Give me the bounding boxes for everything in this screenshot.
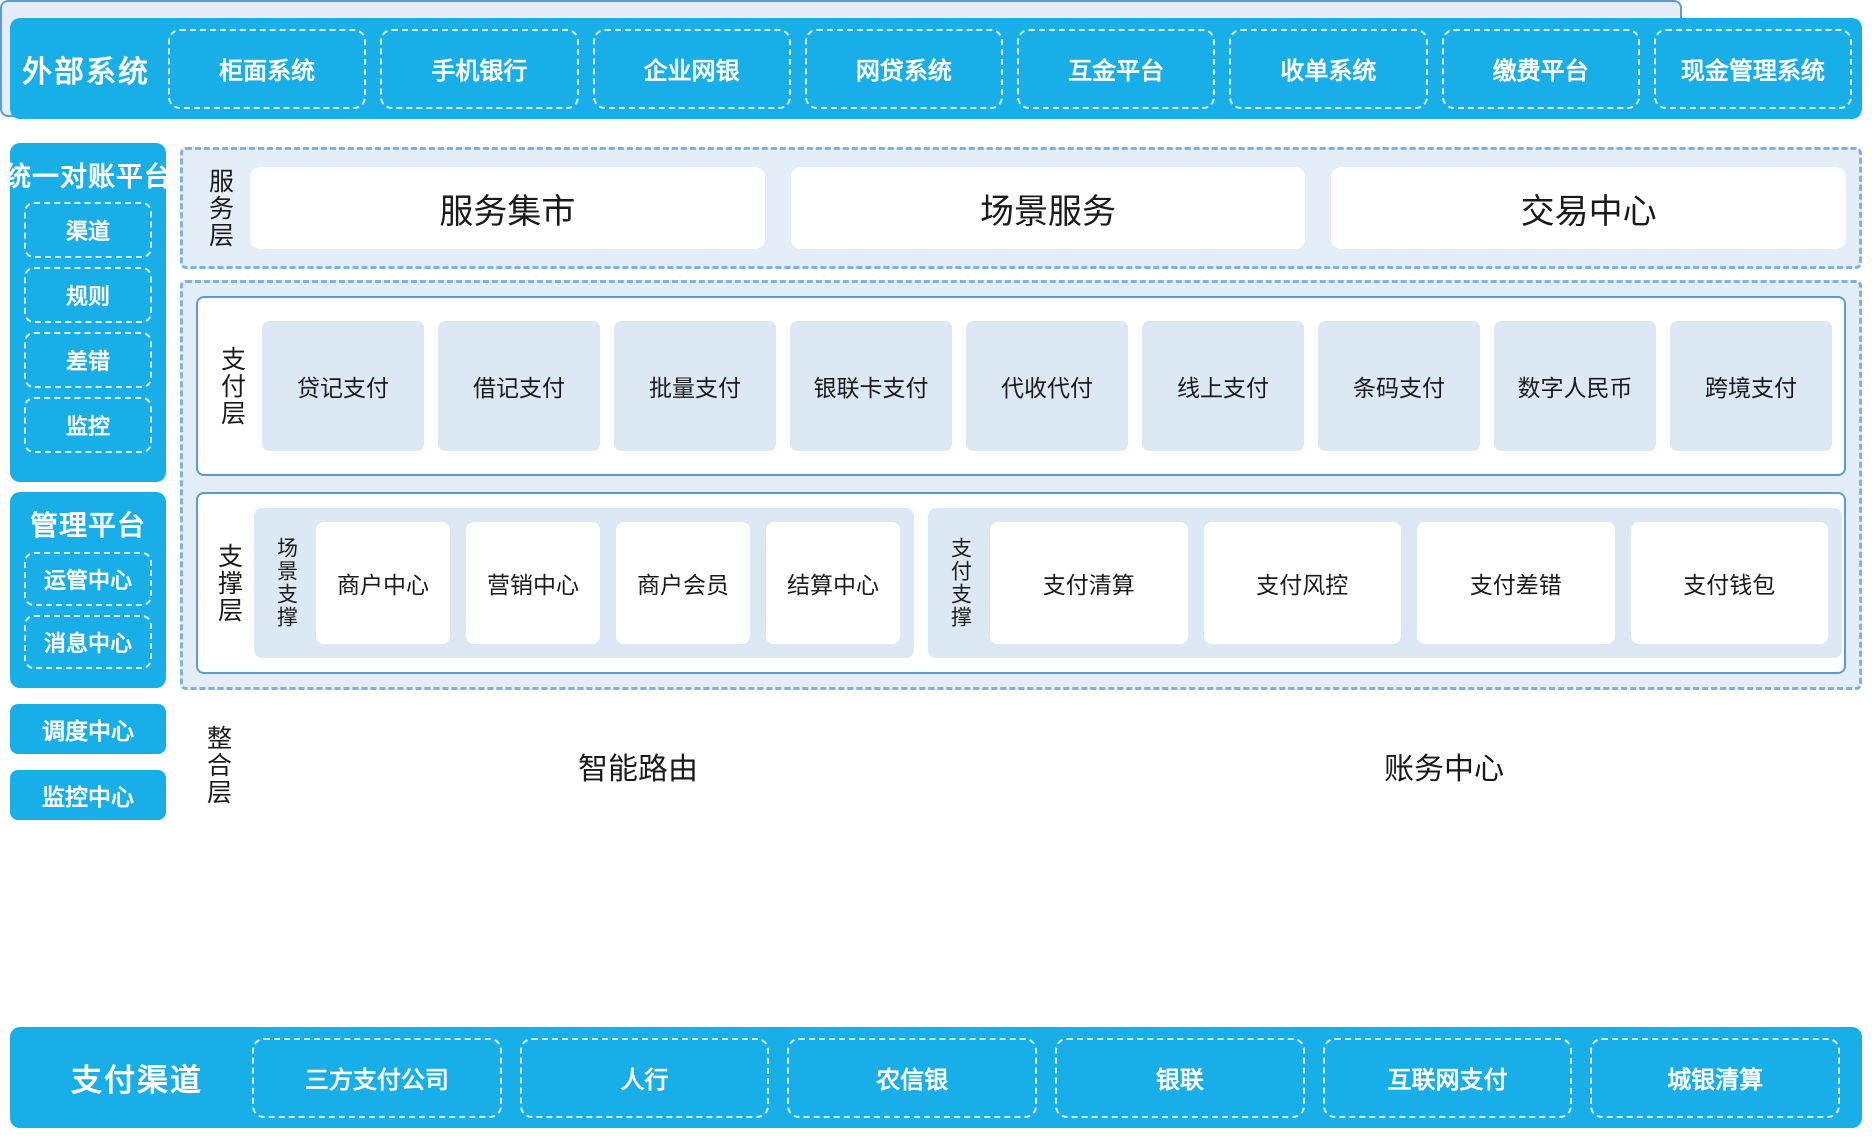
payment-layer-card[interactable]: 借记支付 xyxy=(438,321,600,451)
reconciliation-platform-title: 统一对账平台 xyxy=(4,162,172,192)
service-layer-card[interactable]: 服务集市 xyxy=(250,167,765,249)
payment-layer-card[interactable]: 条码支付 xyxy=(1318,321,1480,451)
management-item[interactable]: 消息中心 xyxy=(24,615,152,669)
external-system-chip[interactable]: 缴费平台 xyxy=(1441,28,1640,109)
integration-layer-card[interactable]: 智能路由 xyxy=(248,721,1028,810)
external-systems-chip-list: 柜面系统 手机银行 企业网银 网贷系统 互金平台 收单系统 缴费平台 现金管理系… xyxy=(168,28,1852,109)
monitor-center-block[interactable]: 监控中心 xyxy=(10,770,166,820)
service-layer-card-list: 服务集市 场景服务 交易中心 xyxy=(250,167,1847,249)
external-system-chip[interactable]: 收单系统 xyxy=(1229,28,1428,109)
payment-layer-card[interactable]: 贷记支付 xyxy=(262,321,424,451)
external-system-chip[interactable]: 现金管理系统 xyxy=(1653,28,1852,109)
payment-support-card[interactable]: 支付差错 xyxy=(1417,522,1615,644)
payment-layer-card[interactable]: 数字人民币 xyxy=(1494,321,1656,451)
payment-support-card[interactable]: 支付钱包 xyxy=(1630,522,1828,644)
payment-channel-chip[interactable]: 银联 xyxy=(1055,1037,1305,1118)
payment-channels-title: 支付渠道 xyxy=(71,1063,203,1098)
payment-channel-chip[interactable]: 互联网支付 xyxy=(1322,1037,1573,1118)
payment-layer-card[interactable]: 批量支付 xyxy=(614,321,776,451)
payment-layer-card[interactable]: 跨境支付 xyxy=(1670,321,1832,451)
service-layer-card[interactable]: 交易中心 xyxy=(1331,167,1847,249)
external-systems-band: 外部系统 柜面系统 手机银行 企业网银 网贷系统 互金平台 收单系统 缴费平台 … xyxy=(10,18,1862,119)
support-layer-label: 支撑层 xyxy=(214,542,243,624)
support-layer-row: 支撑层 场景支撑 商户中心 营销中心 商户会员 结算中心 支付支撑 支付清算 支… xyxy=(208,500,1842,666)
external-system-chip[interactable]: 企业网银 xyxy=(592,28,791,109)
scene-support-card[interactable]: 结算中心 xyxy=(766,522,900,644)
management-item[interactable]: 运管中心 xyxy=(24,552,152,606)
reconciliation-platform-panel: 统一对账平台 渠道 规则 差错 监控 xyxy=(4,143,171,482)
payment-channel-chip[interactable]: 农信银 xyxy=(787,1037,1038,1118)
reconciliation-item[interactable]: 差错 xyxy=(24,332,152,388)
external-systems-title: 外部系统 xyxy=(22,55,150,89)
scene-support-card[interactable]: 营销中心 xyxy=(466,522,600,644)
payment-channels-chip-list: 三方支付公司 人行 农信银 银联 互联网支付 城银清算 xyxy=(252,1037,1841,1118)
payment-layer-card[interactable]: 线上支付 xyxy=(1142,321,1304,451)
external-system-chip[interactable]: 互金平台 xyxy=(1017,28,1216,109)
integration-layer-card-list: 智能路由 账务中心 xyxy=(248,721,1848,810)
integration-layer-label: 整合层 xyxy=(203,725,232,806)
service-layer-row: 服务层 服务集市 场景服务 交易中心 xyxy=(196,160,1847,256)
payment-support-card-list: 支付清算 支付风控 支付差错 支付钱包 xyxy=(990,522,1828,644)
management-platform-title: 管理平台 xyxy=(29,510,146,541)
external-system-chip[interactable]: 柜面系统 xyxy=(168,28,367,109)
payment-layer-row: 支付层 贷记支付 借记支付 批量支付 银联卡支付 代收代付 线上支付 条码支付 … xyxy=(210,305,1840,467)
payment-channel-chip[interactable]: 人行 xyxy=(519,1037,770,1118)
payment-layer-card-list: 贷记支付 借记支付 批量支付 银联卡支付 代收代付 线上支付 条码支付 数字人民… xyxy=(262,321,1840,451)
integration-layer-card[interactable]: 账务中心 xyxy=(1054,721,1834,810)
payment-layer-card[interactable]: 代收代付 xyxy=(966,321,1128,451)
scene-support-label: 场景支撑 xyxy=(274,537,298,629)
payment-channels-band: 支付渠道 三方支付公司 人行 农信银 银联 互联网支付 城银清算 xyxy=(10,1027,1862,1128)
payment-channel-chip[interactable]: 城银清算 xyxy=(1590,1037,1841,1118)
external-system-chip[interactable]: 手机银行 xyxy=(380,28,579,109)
scheduler-center-block[interactable]: 调度中心 xyxy=(10,704,166,754)
payment-support-group: 支付支撑 支付清算 支付风控 支付差错 支付钱包 xyxy=(928,508,1842,658)
scene-support-card-list: 商户中心 营销中心 商户会员 结算中心 xyxy=(316,522,900,644)
scene-support-card[interactable]: 商户中心 xyxy=(316,522,450,644)
reconciliation-item[interactable]: 监控 xyxy=(24,397,152,453)
payment-layer-label: 支付层 xyxy=(217,345,246,427)
management-platform-panel: 管理平台 运管中心 消息中心 xyxy=(10,492,166,688)
payment-channel-chip[interactable]: 三方支付公司 xyxy=(252,1037,502,1118)
payment-layer-card[interactable]: 银联卡支付 xyxy=(790,321,952,451)
service-layer-label: 服务层 xyxy=(205,167,234,249)
scene-support-group: 场景支撑 商户中心 营销中心 商户会员 结算中心 xyxy=(254,508,914,658)
external-system-chip[interactable]: 网贷系统 xyxy=(804,28,1003,109)
reconciliation-item[interactable]: 规则 xyxy=(24,267,152,323)
scene-support-card[interactable]: 商户会员 xyxy=(616,522,750,644)
payment-support-label: 支付支撑 xyxy=(948,537,972,629)
integration-layer-row: 整合层 智能路由 账务中心 xyxy=(196,714,1848,817)
payment-support-card[interactable]: 支付风控 xyxy=(1203,522,1401,644)
payment-support-card[interactable]: 支付清算 xyxy=(990,522,1188,644)
reconciliation-item[interactable]: 渠道 xyxy=(24,202,152,258)
service-layer-card[interactable]: 场景服务 xyxy=(790,167,1306,249)
